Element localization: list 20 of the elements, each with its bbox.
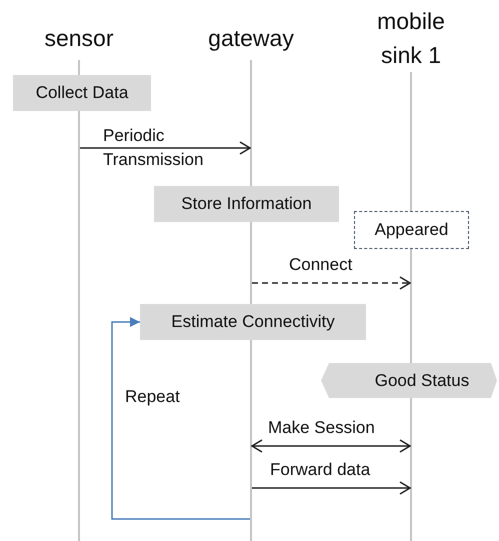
edge-label: Make Session xyxy=(268,418,375,438)
message-arrow xyxy=(252,481,411,495)
edge-label: Repeat xyxy=(125,386,180,408)
activity-box: Store Information xyxy=(154,186,339,222)
participant-name: sensor xyxy=(29,20,129,56)
participant-name: mobile sink 1 xyxy=(356,3,466,73)
edge-label: Connect xyxy=(289,255,352,275)
message-arrow xyxy=(80,141,251,155)
loop-arrow xyxy=(111,317,250,520)
status-shape: Good Status xyxy=(321,363,497,398)
edge-label: Periodic Transmission xyxy=(103,125,204,171)
message-arrow xyxy=(252,276,411,290)
activity-box: Estimate Connectivity xyxy=(140,304,366,340)
edge-label: Forward data xyxy=(270,460,370,480)
participant-name: gateway xyxy=(196,20,306,56)
activity-box: Collect Data xyxy=(13,75,151,111)
lifeline xyxy=(410,72,412,211)
lifeline xyxy=(78,60,80,541)
event-box: Appeared xyxy=(354,211,469,249)
message-arrow xyxy=(251,439,411,453)
